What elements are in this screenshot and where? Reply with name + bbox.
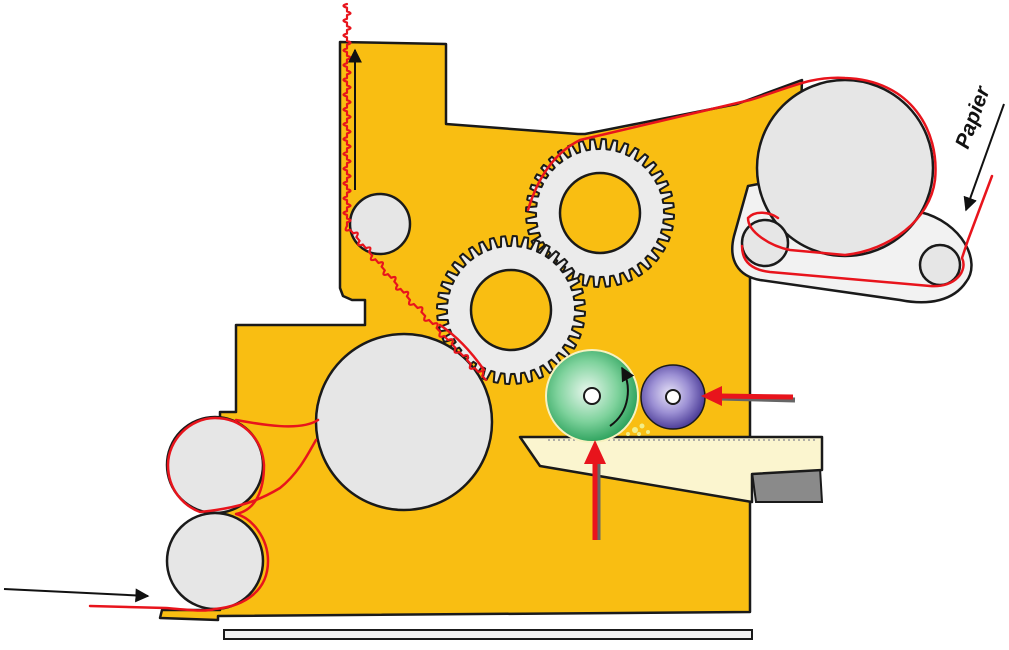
lower-corrugating-gear xyxy=(436,235,586,385)
glue-dosing-roller xyxy=(640,364,706,430)
glue-splash xyxy=(626,423,650,436)
top-liner-web xyxy=(526,76,937,257)
base-slot xyxy=(223,629,753,640)
pressure-arrow-horizontal xyxy=(701,386,796,406)
rotation-arrow-icon xyxy=(609,366,635,427)
upper-corrugating-gear xyxy=(525,138,675,288)
bottom-liner-web xyxy=(88,416,320,612)
small-feed-roller-left xyxy=(740,218,790,268)
corrugated-web-diagonal xyxy=(344,224,488,382)
paper-in-arrow-icon xyxy=(963,103,1005,212)
pressure-arrow-vertical xyxy=(584,440,606,540)
liner-in-arrow-icon xyxy=(3,588,150,603)
top-guide-roller xyxy=(348,192,412,256)
pressure-roller xyxy=(314,332,494,512)
corrugated-web-vertical xyxy=(342,2,352,228)
paper-web-paths xyxy=(88,2,994,612)
feed-loop-web xyxy=(740,174,994,288)
glue-application-roller xyxy=(545,349,639,443)
entry-roller-lower xyxy=(165,511,265,611)
liner-web xyxy=(438,323,486,372)
paper-label: Papier xyxy=(951,82,995,152)
small-feed-roller-right xyxy=(918,243,962,287)
